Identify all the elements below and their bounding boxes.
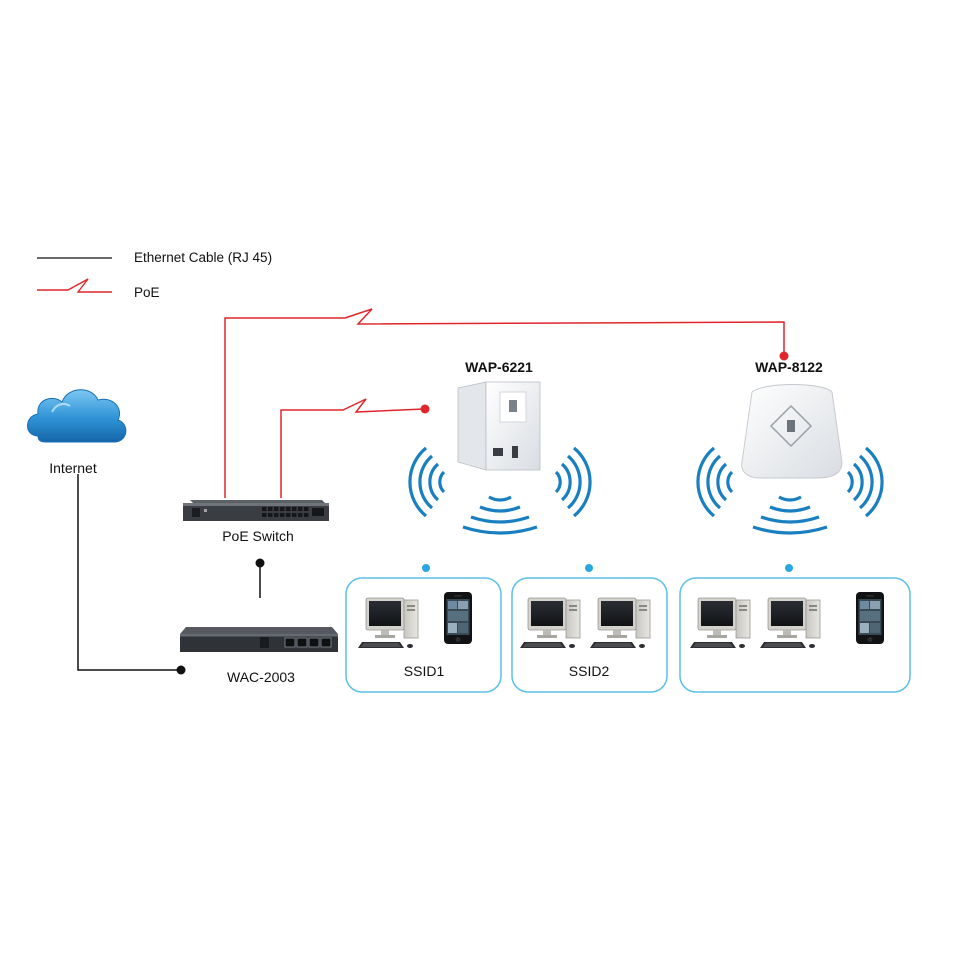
controller-label: WAC-2003	[227, 669, 295, 685]
desktop-pc-icon	[589, 597, 651, 649]
ethernet-legend-label: Ethernet Cable (RJ 45)	[134, 250, 272, 265]
desktop-pc-icon	[519, 597, 581, 649]
client-group-ssid2: SSID2	[511, 564, 668, 693]
internet-node: Internet	[27, 389, 127, 476]
poe-link-wap8122	[224, 308, 785, 498]
poe-link-wap6221	[280, 398, 425, 498]
poe-legend-bolt-icon	[37, 278, 112, 293]
group-box	[679, 577, 911, 693]
ceiling-ap-device-icon	[741, 384, 843, 479]
group-dot	[585, 564, 593, 572]
ap-wall-label: WAP-6221	[465, 359, 533, 375]
client-group-3	[679, 564, 911, 693]
desktop-pc-icon	[357, 597, 419, 649]
cables	[77, 308, 789, 675]
controller-device-icon	[180, 627, 338, 652]
group-dot	[422, 564, 430, 572]
poe-end-dot-wap6221	[420, 404, 430, 414]
smartphone-icon	[856, 592, 884, 644]
ap-ceiling-label: WAP-8122	[755, 359, 823, 375]
smartphone-icon	[444, 592, 472, 644]
wall-ap-device-icon	[457, 381, 541, 471]
poe-legend-label: PoE	[134, 285, 160, 300]
ethernet-end-dot-switch	[255, 558, 265, 568]
ethernet-link-internet	[77, 474, 180, 671]
ethernet-end-dot-controller	[176, 665, 186, 675]
client-group-ssid1: SSID1	[345, 564, 502, 693]
poe-switch-label: PoE Switch	[222, 528, 294, 544]
ap-wall-node: WAP-6221	[408, 359, 592, 535]
group-dot	[785, 564, 793, 572]
internet-label: Internet	[49, 460, 97, 476]
group-box	[345, 577, 502, 693]
controller-node: WAC-2003	[180, 627, 338, 685]
poe-switch-node: PoE Switch	[183, 500, 329, 544]
group-label: SSID1	[404, 663, 445, 679]
desktop-pc-icon	[689, 597, 751, 649]
group-box	[511, 577, 668, 693]
desktop-pc-icon	[759, 597, 821, 649]
ap-ceiling-node: WAP-8122	[696, 359, 884, 535]
poe-end-dot-wap8122	[779, 351, 789, 361]
legend: Ethernet Cable (RJ 45) PoE	[37, 250, 272, 300]
cloud-icon	[27, 389, 127, 443]
group-label: SSID2	[569, 663, 610, 679]
switch-device-icon	[183, 500, 329, 521]
